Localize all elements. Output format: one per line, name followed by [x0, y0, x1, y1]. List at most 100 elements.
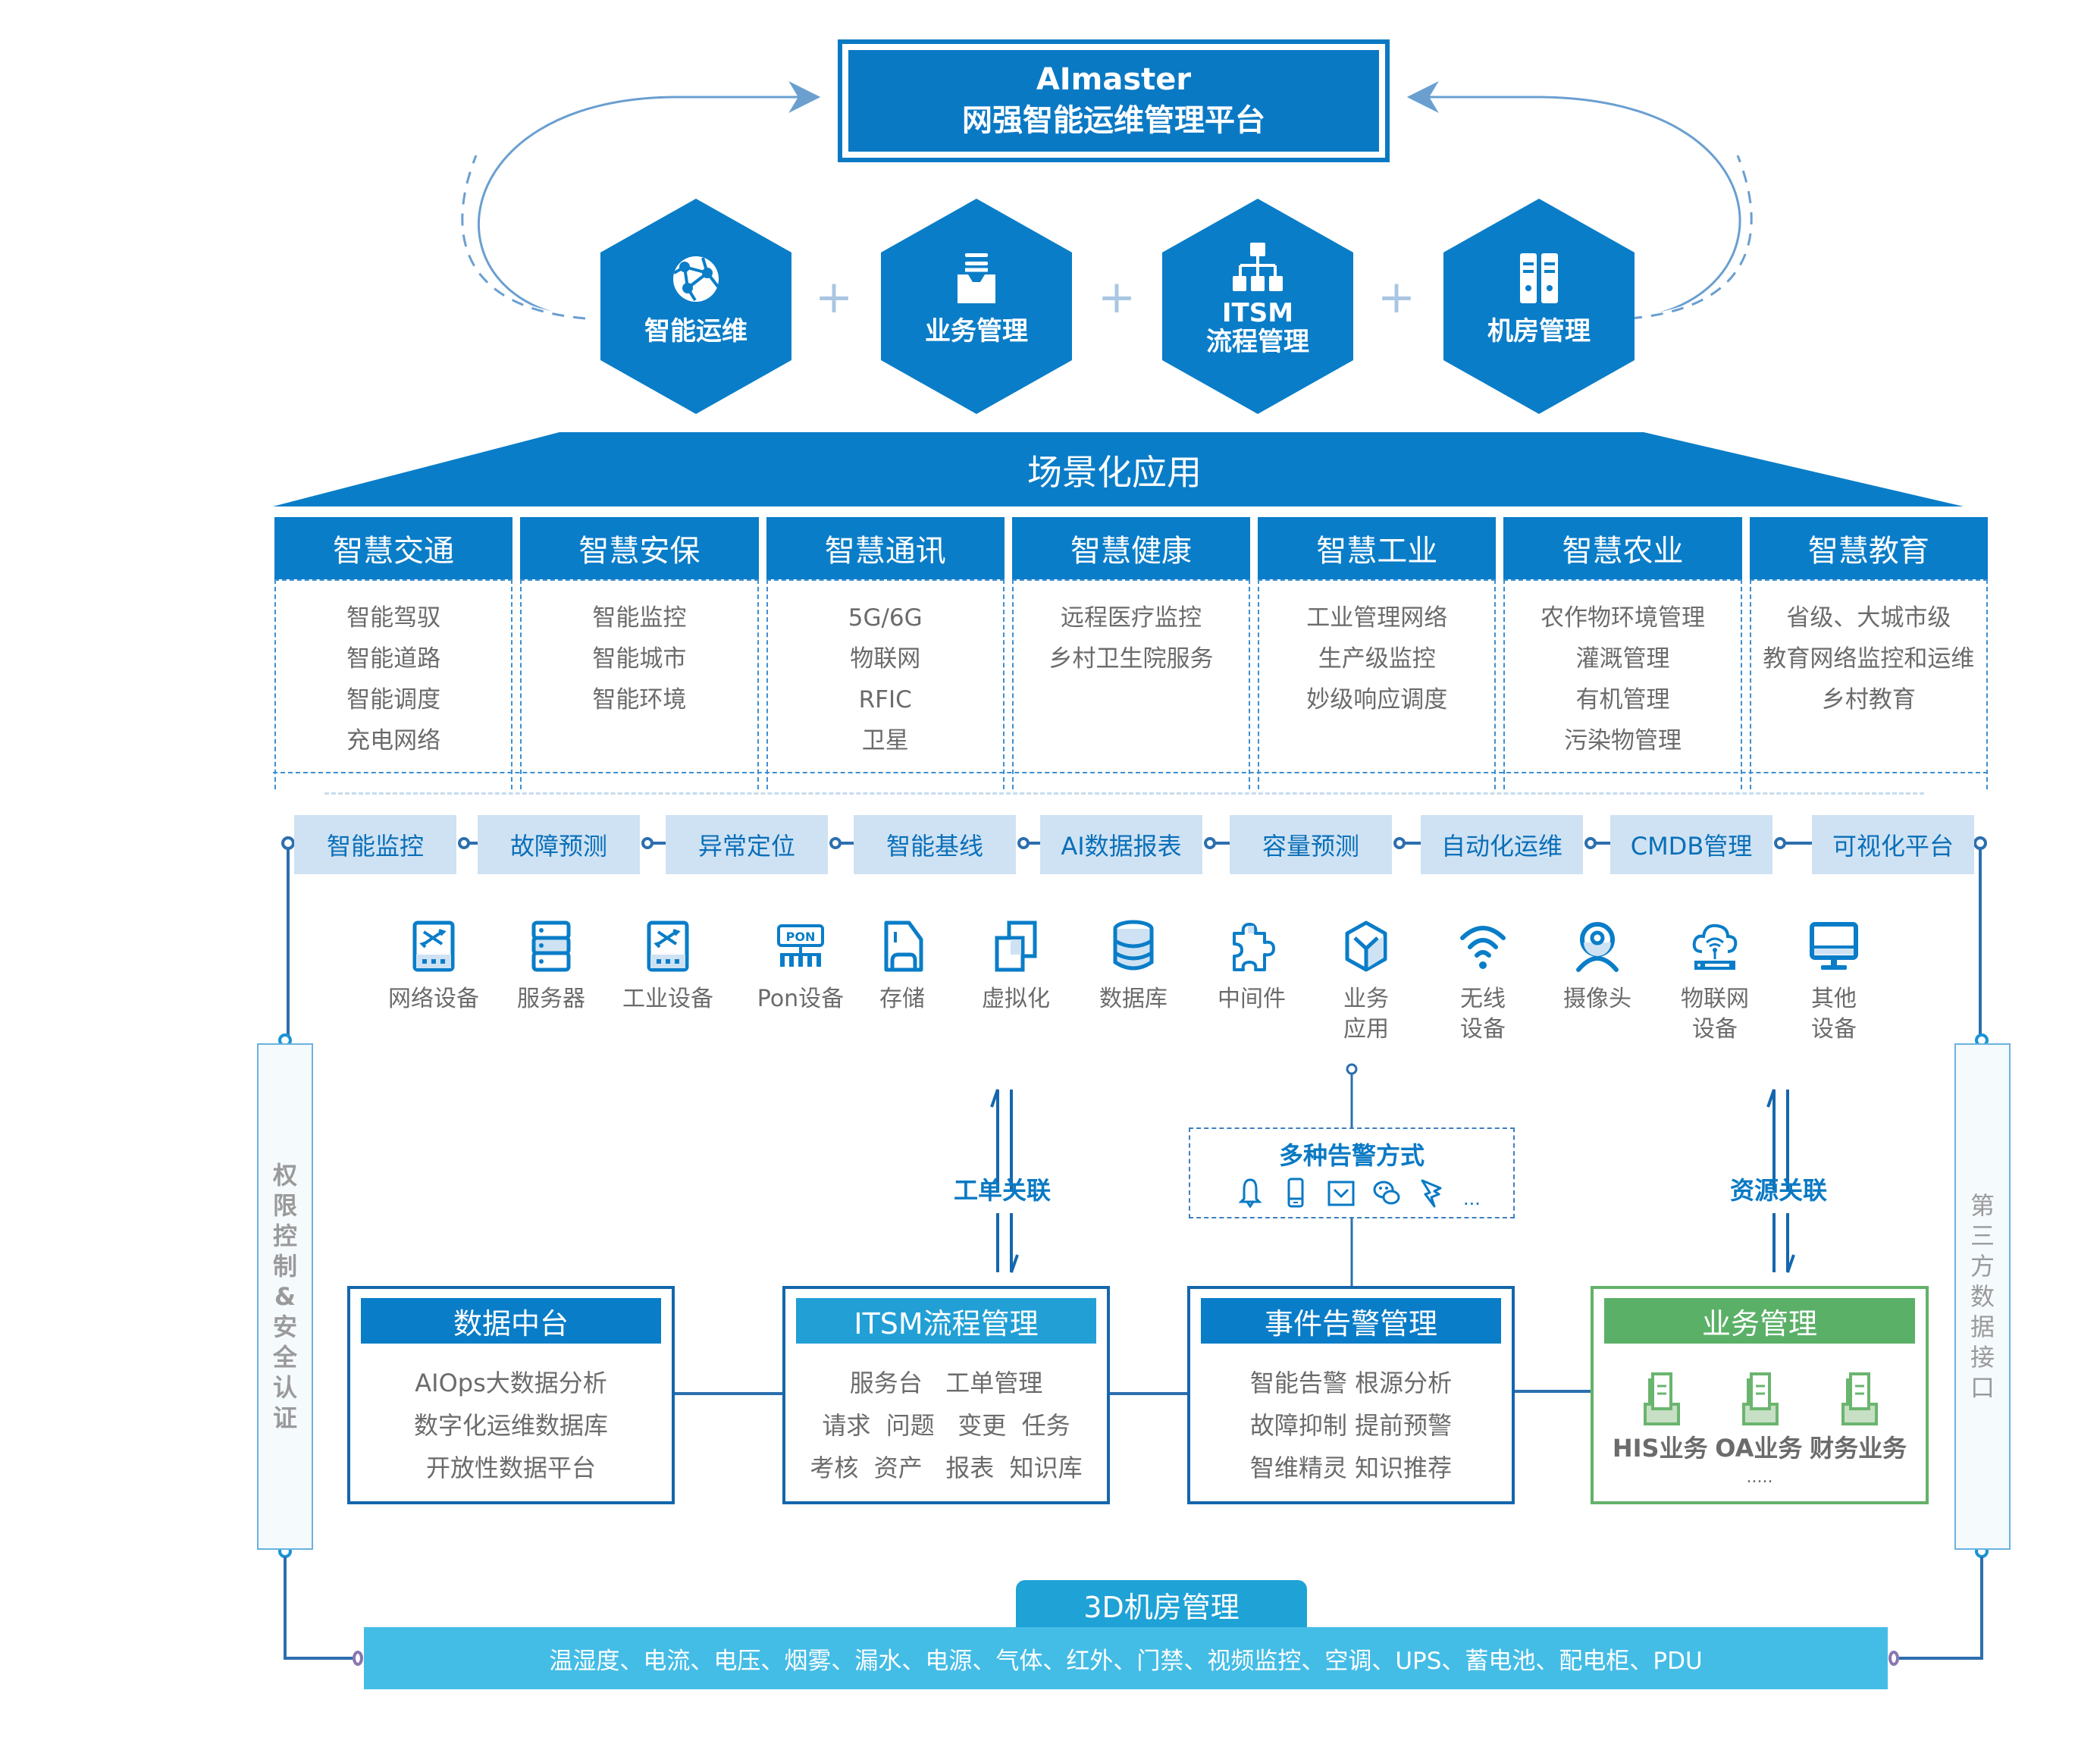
feature-pill[interactable]: AI数据报表: [1040, 815, 1202, 874]
device-item[interactable]: 存储: [849, 919, 955, 1014]
module-header: 事件告警管理: [1201, 1298, 1501, 1344]
hex-datacenter-management[interactable]: 机房管理: [1443, 199, 1635, 414]
scenario-column[interactable]: 智慧健康远程医疗监控乡村卫生院服务: [1011, 517, 1251, 789]
device-label: 业务 应用: [1343, 986, 1389, 1043]
platform-title-box[interactable]: AImaster 网强智能运维管理平台: [838, 39, 1390, 162]
device-item[interactable]: 网络设备: [381, 919, 487, 1014]
scenario-item: 物联网: [850, 645, 921, 673]
alert-methods-box: 多种告警方式 ...: [1189, 1127, 1515, 1218]
service-label: 财务业务: [1810, 1434, 1907, 1463]
chain-node: [458, 837, 470, 849]
scenario-column-title: 智慧通讯: [766, 517, 1005, 579]
network-switch-icon: [412, 920, 455, 972]
hex-itsm-process[interactable]: ITSM 流程管理: [1162, 199, 1353, 414]
scenario-item: 智能环境: [592, 686, 687, 713]
service-his[interactable]: HIS业务: [1613, 1371, 1708, 1469]
device-item[interactable]: 其他 设备: [1781, 919, 1887, 1045]
scenario-item: 农作物环境管理: [1541, 604, 1706, 632]
module-line: AIOps大数据分析: [415, 1369, 607, 1397]
chain-node: [1774, 837, 1786, 849]
ticket-relation-label: 工单关联: [954, 1176, 1052, 1205]
left-feedback-arrow: [478, 81, 821, 320]
datacenter-3d-tag[interactable]: 3D机房管理: [1016, 1580, 1307, 1629]
service-label: OA业务: [1715, 1434, 1803, 1463]
scenario-column-title: 智慧交通: [274, 517, 513, 579]
feature-pill[interactable]: 自动化运维: [1421, 815, 1583, 874]
hex-business-management[interactable]: 业务管理: [881, 199, 1072, 414]
platform-name-en: AImaster: [1036, 62, 1192, 97]
itsm-process-module[interactable]: ITSM流程管理 服务台 工单管理 请求 问题 变更 任务 考核 资产 报表 知…: [782, 1286, 1110, 1504]
feature-pill[interactable]: 可视化平台: [1812, 815, 1974, 874]
device-label: Pon设备: [757, 986, 845, 1012]
scenario-item: 远程医疗监控: [1060, 604, 1202, 632]
data-middle-platform-module[interactable]: 数据中台 AIOps大数据分析 数字化运维数据库 开放性数据平台: [347, 1286, 675, 1504]
scenario-item: 有机管理: [1575, 686, 1670, 713]
mobile-phone-icon: [1287, 1178, 1304, 1208]
scenario-title: 场景化应用: [1027, 452, 1202, 493]
device-item[interactable]: 工业设备: [615, 919, 721, 1014]
service-oa[interactable]: OA业务: [1715, 1371, 1802, 1469]
scenario-column[interactable]: 智慧安保智能监控智能城市智能环境: [520, 517, 759, 789]
scenario-item: 乡村卫生院服务: [1048, 645, 1214, 673]
service-finance[interactable]: 财务业务: [1810, 1371, 1907, 1469]
feature-pill[interactable]: 智能基线: [854, 815, 1016, 874]
more-services-ellipsis: .....: [1746, 1468, 1773, 1487]
alert-methods-title: 多种告警方式: [1278, 1141, 1425, 1170]
scenario-column-body: 远程医疗监控乡村卫生院服务: [1011, 579, 1251, 789]
hex-label-line1: ITSM: [1221, 298, 1294, 328]
scenario-column-body: 省级、大城市级教育网络监控和运维乡村教育: [1749, 579, 1988, 789]
hex-label: 业务管理: [925, 316, 1028, 347]
business-management-module[interactable]: 业务管理 HIS业务 OA业务 财务业务 .....: [1591, 1286, 1929, 1504]
scenario-item: 5G/6G: [848, 604, 923, 632]
device-item[interactable]: 数据库: [1080, 919, 1186, 1014]
device-item[interactable]: 无线 设备: [1430, 919, 1536, 1045]
feature-chain: [281, 836, 1987, 1043]
chain-node: [829, 837, 842, 849]
virtualization-icon: [995, 920, 1037, 972]
inbox-tray-icon: [958, 253, 995, 303]
feature-pill[interactable]: 容量预测: [1230, 815, 1392, 874]
scenario-column-title: 智慧农业: [1503, 517, 1742, 579]
svg-text:PON: PON: [786, 930, 816, 944]
document-tray-icon: [1741, 1372, 1779, 1425]
device-item[interactable]: 摄像头: [1544, 919, 1650, 1014]
feature-pill[interactable]: 异常定位: [666, 815, 828, 874]
feature-pill[interactable]: 智能监控: [294, 815, 456, 874]
feature-pill[interactable]: CMDB管理: [1610, 815, 1772, 874]
device-item[interactable]: 中间件: [1199, 919, 1305, 1014]
hex-label-line2: 流程管理: [1206, 327, 1309, 357]
device-item[interactable]: 服务器: [498, 919, 604, 1014]
scenario-item: 教育网络监控和运维: [1763, 645, 1975, 673]
device-label: 工业设备: [622, 986, 713, 1012]
device-label: 无线 设备: [1460, 986, 1506, 1043]
device-label: 虚拟化: [982, 986, 1050, 1012]
chain-node: [1393, 837, 1406, 849]
scenario-column[interactable]: 智慧工业工业管理网络生产级监控妙级响应调度: [1258, 517, 1497, 789]
device-label: 物联网 设备: [1681, 986, 1749, 1043]
module-header: ITSM流程管理: [796, 1298, 1096, 1344]
scenario-column-title: 智慧教育: [1749, 517, 1988, 579]
third-party-api-sidebar[interactable]: 第三方数据接口: [1954, 1043, 2011, 1550]
device-item[interactable]: 物联网 设备: [1662, 919, 1768, 1045]
hex-intelligent-ops[interactable]: 智能运维: [600, 199, 791, 414]
scenario-column-body: 工业管理网络生产级监控妙级响应调度: [1258, 579, 1497, 789]
device-item[interactable]: 业务 应用: [1313, 919, 1419, 1045]
scenario-column[interactable]: 智慧教育省级、大城市级教育网络监控和运维乡村教育: [1749, 517, 1988, 789]
scenario-column[interactable]: 智慧交通智能驾驭智能道路智能调度充电网络: [274, 517, 513, 789]
iot-cloud-icon: [1692, 924, 1738, 970]
event-alert-module[interactable]: 事件告警管理 智能告警 根源分析 故障抑制 提前预警 智维精灵 知识推荐: [1187, 1286, 1515, 1504]
chain-node: [1204, 837, 1216, 849]
feature-pill[interactable]: 故障预测: [478, 815, 640, 874]
scenario-item: 工业管理网络: [1306, 604, 1448, 632]
module-header: 业务管理: [1604, 1298, 1915, 1344]
scenario-item: 智能调度: [346, 686, 441, 713]
scenario-item: 生产级监控: [1318, 645, 1436, 673]
cube-app-icon: [1345, 920, 1387, 972]
security-auth-sidebar[interactable]: 权限控制&安全认证: [257, 1043, 313, 1550]
module-line: 智能告警 根源分析: [1249, 1369, 1453, 1397]
scenario-column[interactable]: 智慧农业农作物环境管理灌溉管理有机管理污染物管理: [1503, 517, 1742, 789]
device-item[interactable]: 虚拟化: [963, 919, 1069, 1014]
device-item[interactable]: PON Pon设备: [748, 919, 854, 1014]
scenario-column-body: 农作物环境管理灌溉管理有机管理污染物管理: [1503, 579, 1742, 789]
